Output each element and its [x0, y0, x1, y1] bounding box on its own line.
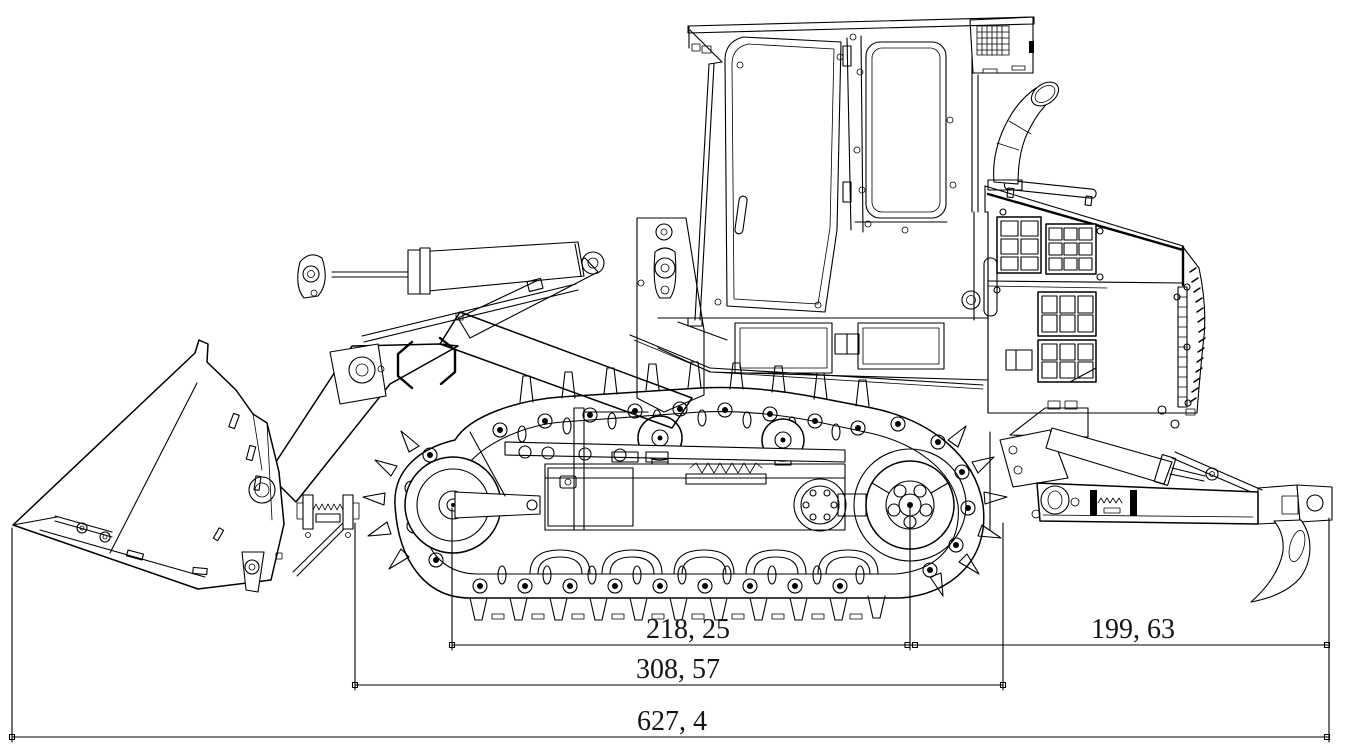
bucket-lugs — [241, 476, 283, 593]
track-pins-rear-wrap — [890, 416, 976, 578]
final-drive-flange — [793, 478, 847, 532]
grouser-cleats — [491, 613, 863, 620]
cab-roof — [687, 16, 1035, 34]
rear-ladder-strip — [1177, 286, 1188, 408]
track-pins-bottom — [472, 578, 848, 594]
hood-handrail — [1003, 179, 1097, 207]
frame-top-bar — [504, 441, 846, 463]
cylinder-anchor-bracket — [297, 254, 326, 299]
tilt-cylinder-body — [415, 241, 585, 293]
boom-rear-section — [439, 311, 693, 429]
roof-vent-panel — [969, 16, 1034, 74]
cab-rear-window — [865, 41, 947, 219]
loader-tower — [636, 217, 705, 413]
loader-arm-assembly — [267, 217, 705, 577]
dimension-label-4: 627, 4 — [637, 706, 707, 737]
door-handle — [734, 195, 748, 235]
exhaust-stack — [987, 81, 1060, 191]
fuel-cap — [961, 290, 981, 310]
ripper-shank — [1250, 519, 1311, 603]
track-chain-outer — [394, 386, 985, 599]
roof-vent-grille — [976, 25, 1010, 56]
track-roller-guards — [529, 549, 879, 575]
front-post — [687, 61, 723, 327]
dimension-annotations: 218, 25 199, 63 308, 57 627, 4 — [8, 506, 1331, 743]
engine-compartment — [984, 179, 1206, 429]
boom-chevron-right — [438, 336, 457, 386]
dimension-label-1: 218, 25 — [646, 614, 730, 645]
front-bucket — [12, 339, 285, 593]
dimension-lines — [11, 644, 1330, 738]
ripper-upper-link — [1171, 451, 1263, 496]
frame-upright — [573, 407, 585, 531]
final-drive-flange-link — [837, 493, 867, 517]
cab-door-window — [724, 36, 842, 313]
ripper-cylinder — [1045, 427, 1219, 486]
hood-bolts — [993, 208, 1192, 429]
hood-latch — [1005, 349, 1033, 371]
grousers-bottom — [469, 595, 886, 621]
track-chain-inner — [419, 410, 959, 575]
ripper-beam — [1036, 482, 1259, 525]
dimension-label-3: 308, 57 — [636, 654, 720, 685]
operator-cab — [657, 16, 1035, 381]
grousers-rear — [929, 425, 1008, 597]
engine-side-grilles — [996, 216, 1097, 383]
grab-handle — [983, 257, 998, 317]
front-clevis-bracket — [296, 494, 360, 538]
door-hinge-bottom — [842, 181, 852, 203]
drive-sprocket — [793, 448, 967, 562]
recoil-spring — [689, 462, 763, 474]
tilt-link — [361, 277, 579, 343]
rear-ripper — [999, 400, 1333, 603]
hood-edge-shadow — [986, 192, 1185, 287]
cab-bolts — [714, 33, 957, 309]
tilt-cylinder — [331, 241, 585, 295]
dimension-label-2: 199, 63 — [1091, 614, 1175, 645]
hydraulic-tank — [547, 467, 634, 527]
front-idler — [404, 431, 541, 554]
rear-edge-ticks — [1189, 267, 1206, 403]
boom-lower-bracket — [329, 343, 387, 405]
boom-front-section — [267, 343, 459, 503]
grousers-front — [362, 430, 420, 570]
bucket-level-link — [292, 517, 353, 577]
exhaust-outlet — [1030, 81, 1060, 107]
bucket-cutting-edge — [54, 515, 113, 543]
track-frame — [504, 407, 846, 531]
flange-bolts — [802, 489, 838, 521]
track-link-slots — [497, 409, 865, 585]
extension-lines — [11, 506, 1330, 743]
dimension-arrow-ticks — [8, 641, 1331, 741]
ripper-turnbuckle — [1090, 490, 1137, 516]
ripper-shank-holder — [1257, 484, 1333, 525]
cab-lower-band — [657, 317, 989, 381]
cab-rear-edge — [971, 54, 989, 381]
idler-tension-arm — [454, 491, 541, 519]
boom-chevron-left — [396, 340, 414, 390]
bucket-wear-marks — [125, 412, 262, 576]
